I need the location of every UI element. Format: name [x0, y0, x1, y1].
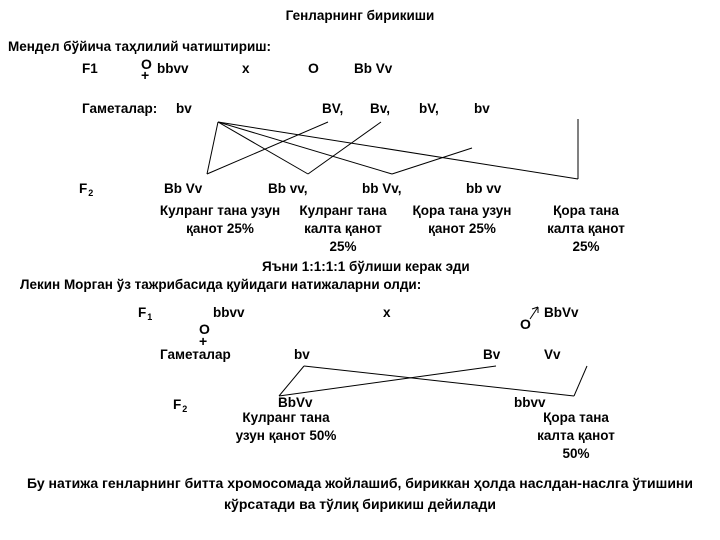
mendel-f1-female-genotype: bbvv [157, 61, 189, 76]
female-symbol-icon: O [141, 56, 152, 72]
morgan-f2-genotype: bbvv [514, 395, 546, 410]
female-symbol-cross-icon: + [199, 333, 208, 349]
slide-title: Генларнинг бирикиши [285, 8, 435, 23]
mendel-f2-genotype: Bb vv, [268, 181, 308, 196]
connector-line [217, 121, 393, 175]
female-symbol-cross-icon: + [141, 67, 150, 83]
connector-line [217, 121, 309, 175]
morgan-f1-male-genotype: BbVv [544, 305, 579, 320]
morgan-intro: Лекин Морган ўз тажрибасида қуйидаги нат… [20, 277, 422, 292]
mendel-gamete-male: bV, [419, 101, 439, 116]
mendel-gamete-male: Bv, [370, 101, 391, 116]
mendel-f2-genotype: bb Vv, [362, 181, 402, 196]
connector-line [278, 365, 497, 397]
mendel-f2-phenotype: Кулранг тана калта қанот 25% [299, 203, 387, 254]
morgan-f2-phenotype: Кулранг тана узун қанот 50% [235, 410, 337, 443]
morgan-f1-female-genotype: bbvv [213, 305, 245, 320]
mendel-f1-label: F1 [82, 61, 98, 76]
conclusion-text: Бу натижа генларнинг битта хромосомада ж… [27, 475, 693, 512]
mendel-f2-genotype: Bb Vv [164, 181, 203, 196]
connector-line [206, 121, 219, 175]
male-symbol-icon: O [308, 60, 319, 76]
connector-line [573, 365, 588, 397]
mendel-f2-genotype: bb vv [466, 181, 502, 196]
mendel-gamete-male: bv [474, 101, 490, 116]
connector-line [391, 147, 473, 175]
morgan-f1-label: F1 [138, 305, 153, 322]
morgan-gamete-male: Bv [483, 347, 501, 362]
mendel-gametes-label: Гаметалар: [82, 101, 158, 116]
morgan-f2-genotype: BbVv [278, 395, 313, 410]
female-symbol-icon: O [199, 321, 210, 337]
morgan-cross-symbol: x [383, 305, 391, 320]
male-symbol-arrow-icon [529, 306, 539, 320]
mendel-f2-label: F2 [79, 181, 94, 198]
connector-line [307, 121, 382, 175]
morgan-f2-label: F2 [173, 397, 188, 414]
morgan-f2-phenotype: Қора тана калта қанот 50% [537, 410, 615, 461]
mendel-f1-male-genotype: Bb Vv [354, 61, 393, 76]
mendel-f2-phenotype: Кулранг тана узун қанот 25% [159, 203, 281, 236]
connector-line [206, 121, 329, 175]
morgan-gamete-female: bv [294, 347, 310, 362]
morgan-gametes-label: Гаметалар [160, 347, 231, 362]
mendel-f2-phenotype: Қора тана калта қанот 25% [547, 203, 625, 254]
mendel-cross-symbol: x [242, 61, 250, 76]
male-symbol-icon: O [520, 316, 531, 332]
morgan-gamete-male: Vv [544, 347, 561, 362]
male-symbol-arrow-icon [531, 306, 539, 310]
connector-line [278, 365, 305, 397]
mendel-gamete-female: bv [176, 101, 192, 116]
mendel-expectation: Яъни 1:1:1:1 бўлиши керак эди [262, 259, 470, 274]
connector-line [217, 121, 579, 180]
mendel-gamete-male: BV, [322, 101, 344, 116]
connector-line [303, 365, 575, 397]
mendel-heading: Мендел бўйича таҳлилий чатиштириш: [8, 39, 271, 54]
mendel-f2-phenotype: Қора тана узун қанот 25% [412, 203, 512, 236]
